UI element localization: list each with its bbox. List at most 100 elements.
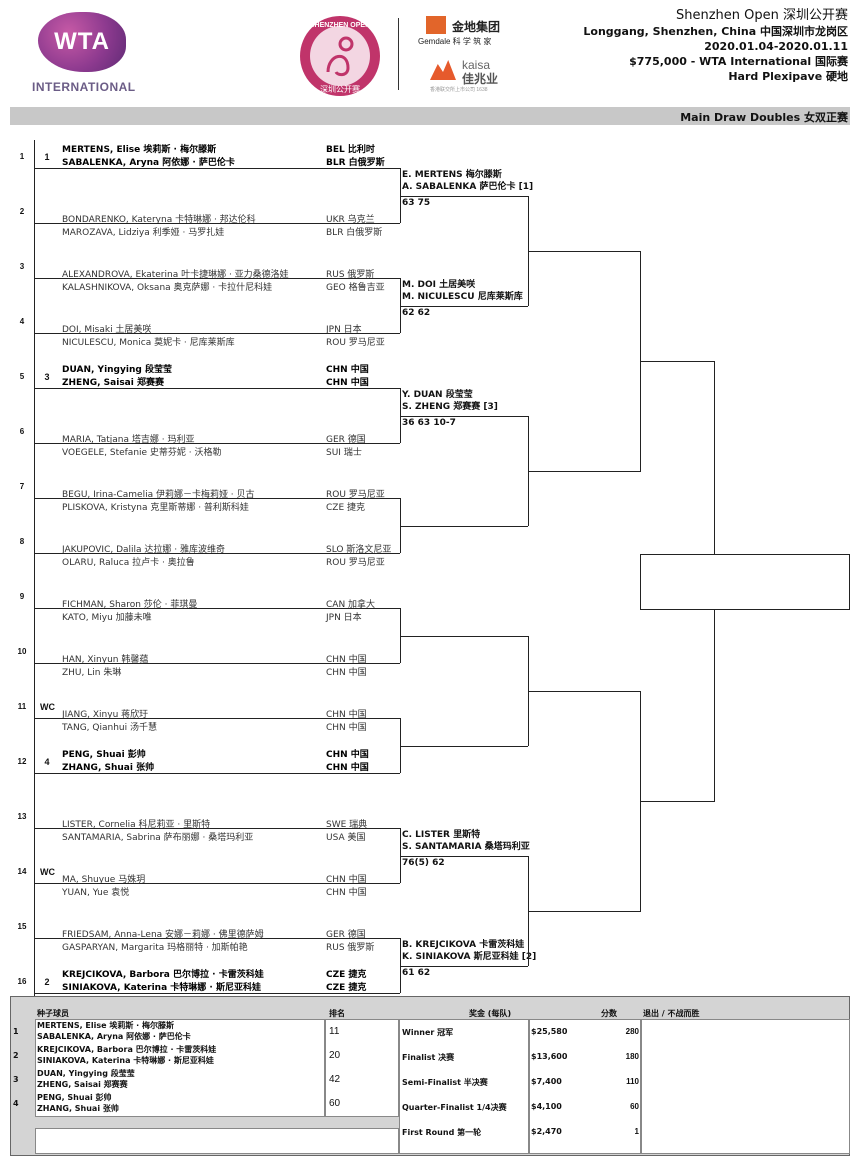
player-nation: CHN 中国	[326, 723, 367, 733]
player-name: ZHANG, Shuai 张帅	[62, 763, 155, 773]
header-seeds: 种子球员	[37, 1009, 69, 1018]
player-nation: CHN 中国	[326, 763, 369, 773]
seed-player: SABALENKA, Aryna 阿依娜 · 萨巴伦卡	[37, 1032, 191, 1041]
player-name: TANG, Qianhui 汤千慧	[62, 723, 157, 733]
wta-logo-text: WTA	[54, 28, 110, 55]
player-nation: CHN 中国	[326, 750, 369, 760]
player-name: NICULESCU, Monica 莫妮卡 · 尼库莱斯库	[62, 338, 235, 348]
r1-connector	[400, 168, 401, 223]
player-name: SINIAKOVA, Katerina 卡特琳娜 · 斯尼亚科娃	[62, 983, 261, 993]
tournament-info: Shenzhen Open 深圳公开赛 Longgang, Shenzhen, …	[583, 8, 848, 84]
draw-seed: 4	[44, 757, 50, 767]
player-nation: CHN 中国	[326, 365, 369, 375]
draw-line	[34, 883, 400, 884]
draw-seed: 2	[44, 977, 50, 987]
wta-international-text: INTERNATIONAL	[32, 80, 136, 94]
player-nation: RUS 俄罗斯	[326, 943, 375, 953]
r2-line	[400, 966, 528, 967]
draw-position: 1	[19, 152, 25, 161]
seed-player: DUAN, Yingying 段莹莹	[37, 1069, 135, 1078]
player-nation: CHN 中国	[326, 668, 367, 678]
r2-team: A. SABALENKA 萨巴伦卡 [1]	[402, 182, 534, 192]
r2-line	[400, 306, 528, 307]
player-nation: BLR 白俄罗斯	[326, 228, 383, 238]
player-name: KALASHNIKOVA, Oksana 奥克萨娜 · 卡拉什尼科娃	[62, 283, 273, 293]
wta-international-logo: WTA INTERNATIONAL	[32, 10, 136, 98]
tournament-dates: 2020.01.04-2020.01.11	[704, 40, 848, 53]
player-nation: CHN 中国	[326, 888, 367, 898]
player-name: BONDARENKO, Kateryna 卡特琳娜 · 邦达伦科	[62, 215, 256, 225]
player-nation: GER 德国	[326, 930, 366, 940]
player-name: ZHENG, Saisai 郑赛赛	[62, 378, 164, 388]
champion-box	[640, 554, 850, 610]
player-name: SANTAMARIA, Sabrina 萨布丽娜 · 桑塔玛利亚	[62, 833, 254, 843]
r1-connector	[400, 498, 401, 553]
player-nation: SLO 斯洛文尼亚	[326, 545, 392, 555]
player-nation: RUS 俄罗斯	[326, 270, 375, 280]
draw-line	[34, 333, 400, 334]
kaisa-mark	[430, 60, 456, 80]
prize-round: Winner 冠军	[402, 1028, 454, 1037]
sf-line	[528, 911, 641, 912]
player-name: PENG, Shuai 彭帅	[62, 750, 146, 760]
draw-line	[34, 498, 400, 499]
player-name: HAN, Xinyun 韩馨蕴	[62, 655, 149, 665]
player-nation: CHN 中国	[326, 655, 367, 665]
r2-line	[400, 856, 528, 857]
player-name: SABALENKA, Aryna 阿依娜 · 萨巴伦卡	[62, 158, 235, 168]
player-name: BEGU, Irina-Camelia 伊莉娜－卡梅莉娅 · 贝古	[62, 490, 255, 500]
final-line	[640, 801, 715, 802]
gemdale-name: 金地集团	[452, 20, 501, 34]
prize-points: 110	[626, 1077, 639, 1086]
prize-points: 280	[625, 1027, 639, 1036]
player-name: KREJCIKOVA, Barbora 巴尔博拉 · 卡雷茨科娃	[62, 970, 264, 980]
r2-team: Y. DUAN 段莹莹	[402, 390, 473, 400]
draw-position: 14	[17, 867, 27, 876]
player-name: GASPARYAN, Margarita 玛格丽特 · 加斯帕艳	[62, 943, 248, 953]
draw-line	[34, 938, 400, 939]
draw-position: 10	[17, 647, 27, 656]
seed-rank: 42	[329, 1074, 341, 1085]
draw-banner: Main Draw Doubles 女双正赛	[10, 107, 850, 125]
kaisa-cn: 佳兆业	[462, 72, 499, 86]
player-nation: ROU 罗马尼亚	[326, 490, 385, 500]
draw-position: 2	[19, 207, 25, 216]
prize-round: Semi-Finalist 半决赛	[402, 1078, 488, 1087]
player-nation: ROU 罗马尼亚	[326, 558, 385, 568]
prize-points: 180	[625, 1052, 639, 1061]
wta-logo-mark	[38, 12, 126, 72]
r1-connector	[400, 718, 401, 773]
seed-player: ZHENG, Saisai 郑赛赛	[37, 1080, 128, 1089]
draw-line	[34, 443, 400, 444]
draw-line	[34, 718, 400, 719]
draw-line	[34, 663, 400, 664]
r2-score: 63 75	[402, 198, 431, 208]
final-connector	[714, 361, 715, 554]
kaisa-name: kaisa	[462, 58, 491, 72]
logo-divider	[398, 18, 399, 90]
sz-logo-arc: SHENZHEN OPEN	[310, 22, 370, 29]
player-nation: SUI 瑞士	[326, 448, 362, 458]
gemdale-mark	[426, 16, 446, 34]
player-nation: CHN 中国	[326, 710, 367, 720]
player-nation: JPN 日本	[326, 325, 362, 335]
draw-line	[34, 828, 400, 829]
player-name: MERTENS, Elise 埃莉斯 · 梅尔滕斯	[62, 145, 217, 155]
player-nation: GEO 格鲁吉亚	[326, 283, 385, 293]
draw-seed: 1	[44, 152, 50, 162]
r2-line	[400, 416, 528, 417]
seed-number: 1	[13, 1027, 19, 1036]
r2-team: K. SINIAKOVA 斯尼亚科娃 [2]	[402, 952, 537, 962]
prize-money: $4,100	[531, 1102, 562, 1111]
player-nation: BLR 白俄罗斯	[326, 158, 385, 168]
draw-position: 6	[19, 427, 25, 436]
seed-number: 4	[13, 1099, 19, 1108]
player-nation: ROU 罗马尼亚	[326, 338, 385, 348]
player-nation: GER 德国	[326, 435, 366, 445]
draw-seed: WC	[40, 702, 55, 712]
final-connector	[714, 610, 715, 801]
draw-banner-title: Main Draw Doubles 女双正赛	[680, 111, 848, 124]
player-name: MARIA, Tatjana 塔吉娜 · 玛利亚	[62, 435, 195, 445]
prize-points: 60	[630, 1102, 639, 1111]
